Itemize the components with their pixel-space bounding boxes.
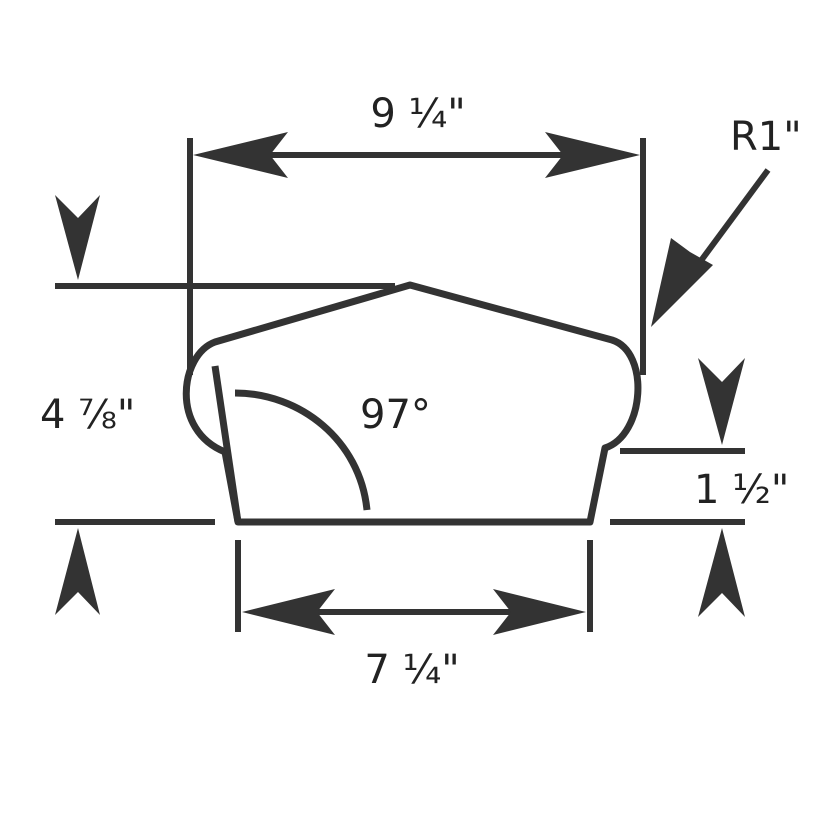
angle-label: 97° xyxy=(360,392,431,438)
radius-leader-arrow xyxy=(651,238,713,327)
top-width-label: 9 ¼" xyxy=(370,91,465,137)
height-label: 4 ⅞" xyxy=(40,392,135,438)
top-width-arrow-left xyxy=(193,132,288,178)
lower-height-label: 1 ½" xyxy=(694,467,789,513)
height-arrow-top xyxy=(55,195,100,280)
bottom-width-arrow-left xyxy=(242,589,335,635)
lower-height-arrow-top xyxy=(698,358,745,445)
bottom-width-label: 7 ¼" xyxy=(364,647,459,693)
top-width-arrow-right xyxy=(545,132,640,178)
radius-label: R1" xyxy=(730,114,802,160)
bottom-width-arrow-right xyxy=(493,589,586,635)
radius-leader-line xyxy=(697,168,771,264)
lower-height-arrow-bottom xyxy=(698,528,745,617)
height-arrow-bottom xyxy=(55,528,100,615)
angle-leg-line xyxy=(211,365,242,523)
angle-arc xyxy=(234,389,371,511)
